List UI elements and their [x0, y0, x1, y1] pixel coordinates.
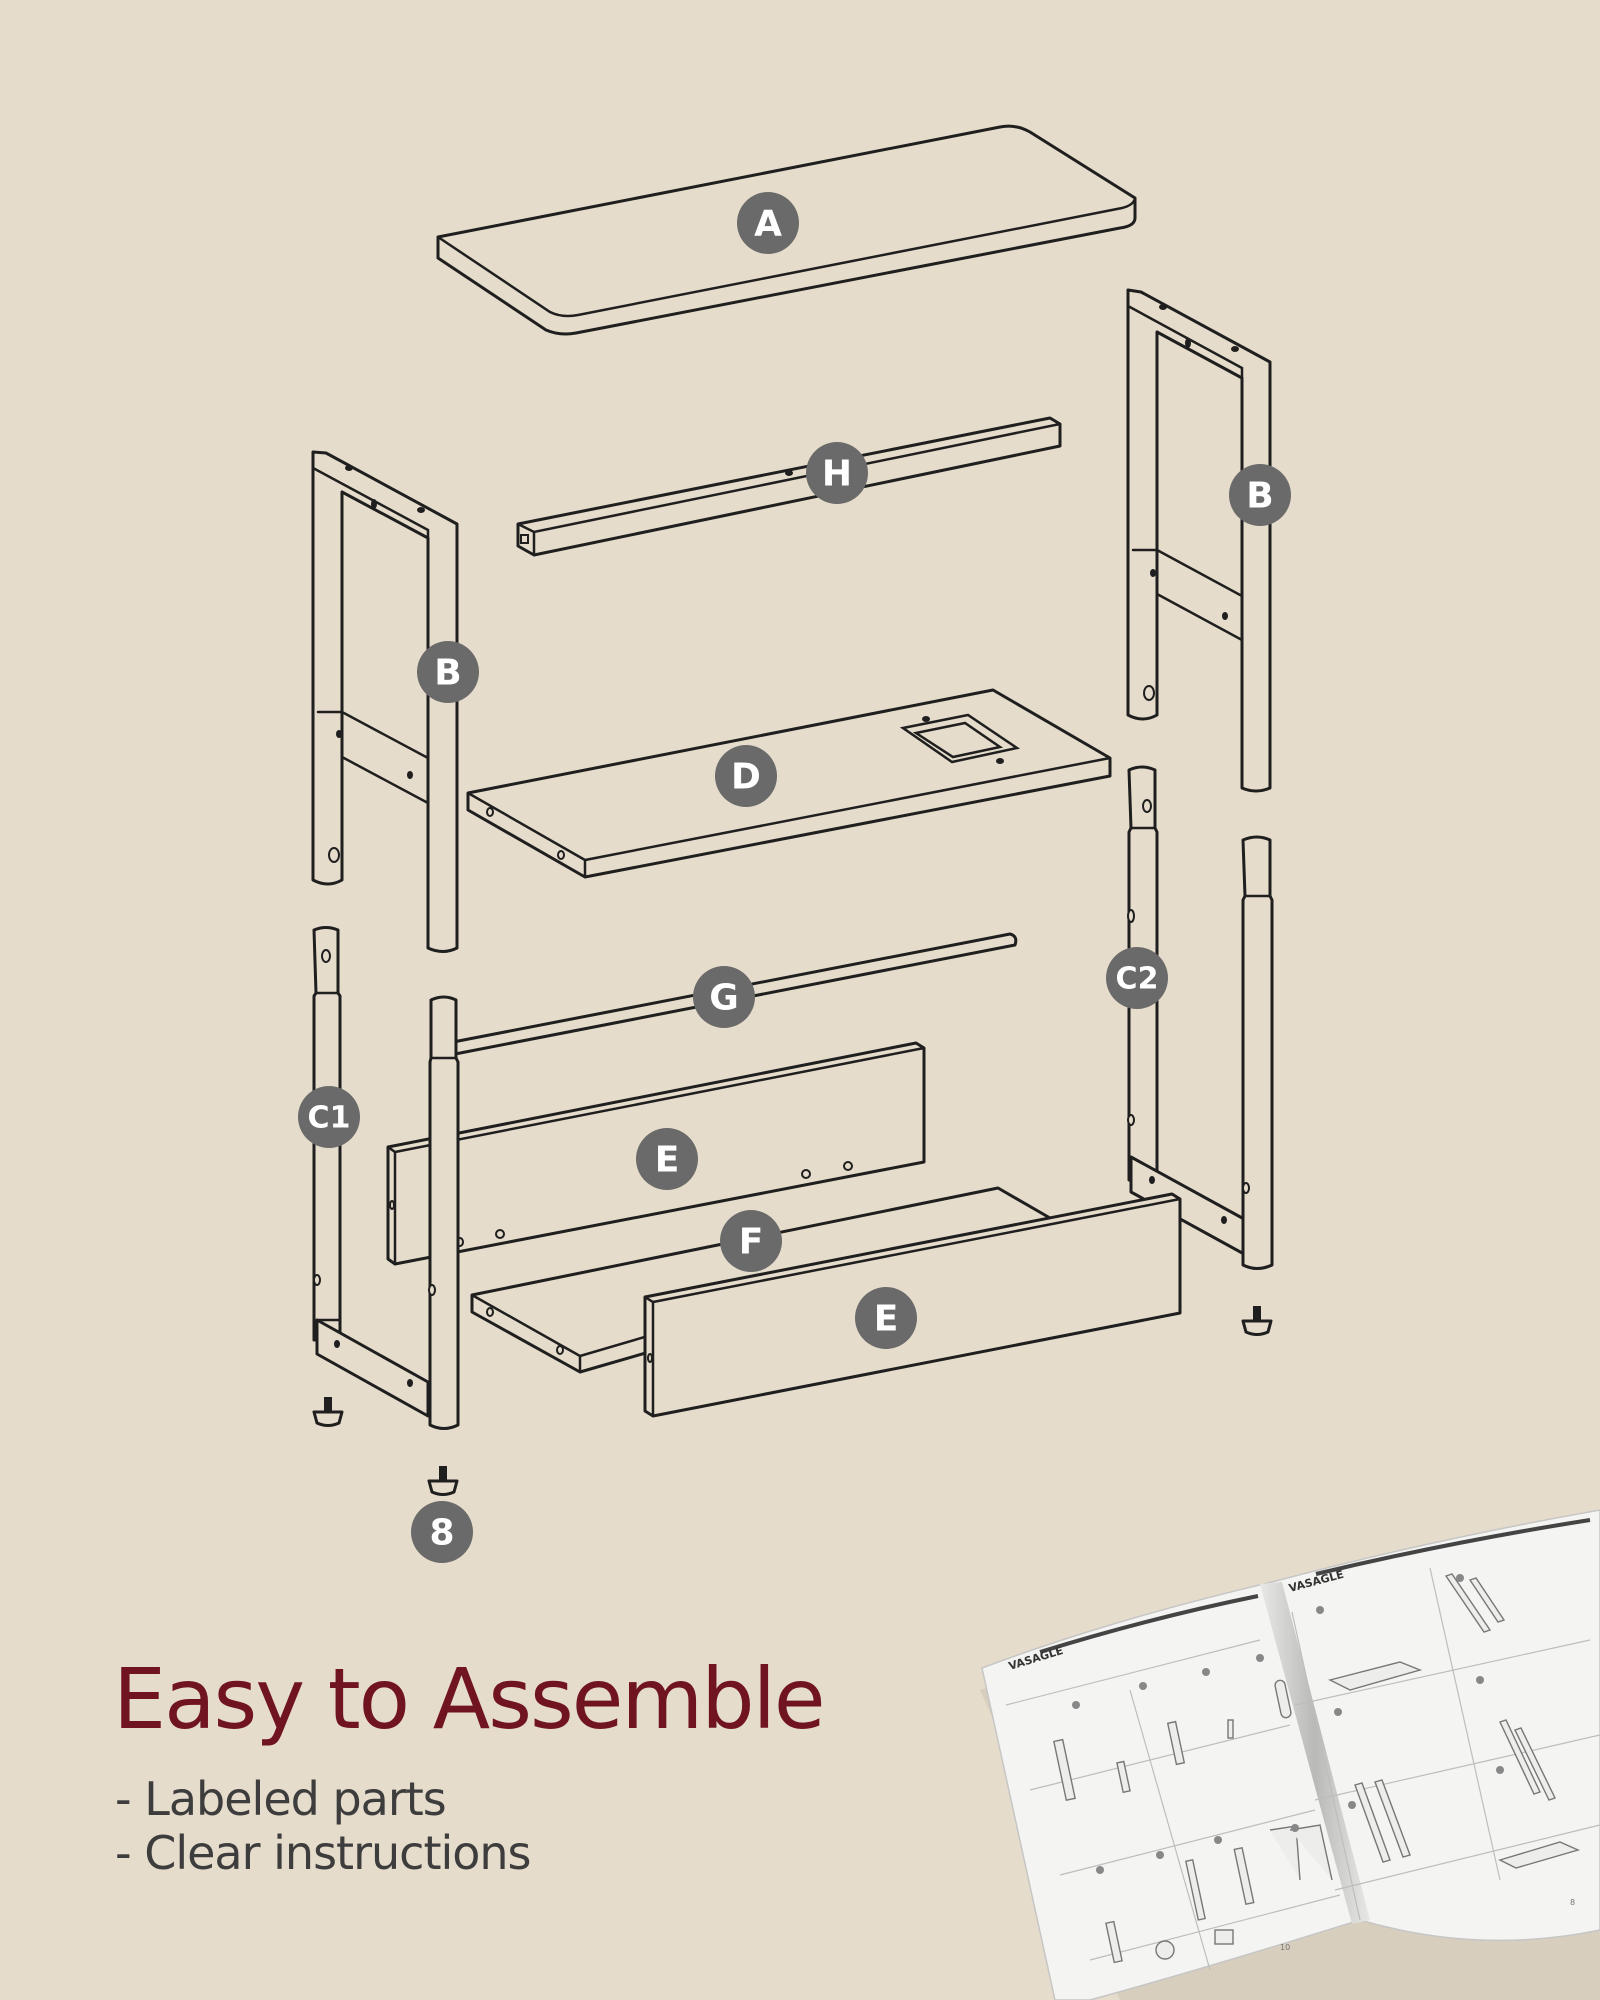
svg-text:A: A — [754, 204, 782, 245]
part-badge-d: D — [715, 745, 777, 807]
part-leg-right — [1127, 765, 1274, 1270]
svg-text:H: H — [822, 454, 852, 495]
svg-text:C2: C2 — [1116, 962, 1159, 997]
part-badge-8: 8 — [411, 1501, 473, 1563]
part-badge-h: H — [806, 442, 868, 504]
manual-page-number-left: 10 — [1280, 1943, 1290, 1952]
svg-text:D: D — [731, 757, 761, 798]
part-badge-e-front: E — [855, 1287, 917, 1349]
foot-pad-icon — [427, 1466, 459, 1496]
part-foot-pads — [312, 1306, 1273, 1496]
feature-list: - Labeled parts - Clear instructions — [115, 1772, 532, 1880]
part-badge-g: G — [693, 966, 755, 1028]
instruction-manual-image: VASAGLE VASAGLE 10 — [980, 1509, 1600, 2000]
part-top-rail — [516, 416, 1062, 557]
part-badge-f: F — [720, 1210, 782, 1272]
svg-text:B: B — [1246, 476, 1273, 517]
part-leg-front-left — [315, 995, 460, 1430]
manual-page-number-right: 8 — [1570, 1898, 1575, 1907]
svg-text:E: E — [655, 1140, 680, 1181]
part-badge-c1: C1 — [298, 1086, 360, 1148]
foot-pad-icon — [1241, 1306, 1273, 1336]
part-badge-b-right: B — [1229, 464, 1291, 526]
part-badge-c2: C2 — [1106, 947, 1168, 1009]
feature-item: - Labeled parts — [115, 1772, 447, 1826]
part-badge-a: A — [737, 192, 799, 254]
svg-text:G: G — [709, 978, 739, 1019]
svg-text:B: B — [434, 653, 461, 694]
part-side-frame-left — [311, 450, 459, 953]
headline: Easy to Assemble — [113, 1650, 826, 1748]
svg-text:C1: C1 — [308, 1101, 351, 1136]
svg-text:E: E — [874, 1299, 899, 1340]
feature-item: - Clear instructions — [115, 1826, 532, 1880]
part-badge-e-back: E — [636, 1128, 698, 1190]
svg-text:F: F — [739, 1222, 764, 1263]
part-side-frame-right — [1126, 288, 1272, 793]
part-badge-b-left: B — [417, 641, 479, 703]
part-middle-shelf — [466, 688, 1112, 879]
foot-pad-icon — [312, 1397, 344, 1427]
svg-text:8: 8 — [429, 1513, 454, 1554]
